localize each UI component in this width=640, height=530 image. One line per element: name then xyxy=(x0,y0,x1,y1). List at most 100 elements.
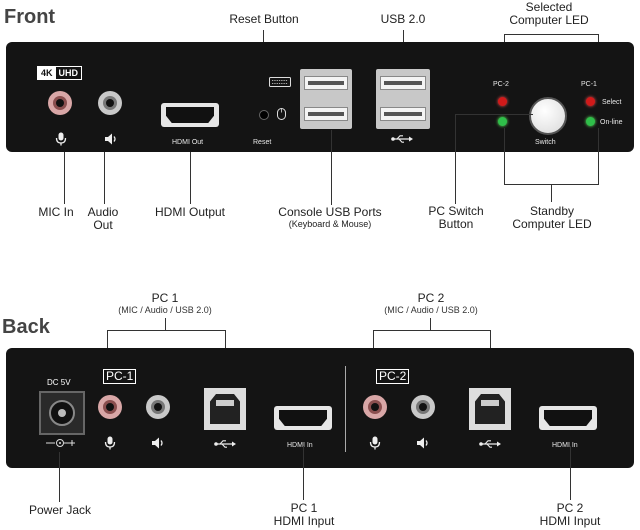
audio-leader-line xyxy=(104,152,105,204)
dc-5v-label: DC 5V xyxy=(47,378,71,387)
front-section-title: Front xyxy=(4,6,56,28)
pc1-group-subtitle: (MIC / Audio / USB 2.0) xyxy=(118,305,212,315)
console-usb-title: Console USB Ports xyxy=(278,205,382,219)
pc2-group-title: PC 2 xyxy=(417,291,445,305)
pc2-hdmi-in-port xyxy=(539,406,597,430)
pc2-hdmi-line1: PC 2 xyxy=(556,501,584,515)
pc2-group-callout: PC 2 (MIC / Audio / USB 2.0) xyxy=(366,291,496,316)
badge-4k: 4K xyxy=(38,67,56,79)
speaker-icon xyxy=(105,133,116,145)
standby-led-callout: Standby Computer LED xyxy=(497,205,607,231)
pc1-speaker-icon xyxy=(152,437,163,449)
pc2-hdmi-line2: HDMI Input xyxy=(539,514,601,528)
mouse-icon xyxy=(277,108,286,120)
pc2-led-label: PC-2 xyxy=(493,81,509,88)
console-usb-ports-right xyxy=(376,69,430,129)
console-usb-ports-left xyxy=(300,69,352,129)
pc1-mic-jack xyxy=(98,395,122,419)
pc-switch-leader-line xyxy=(455,114,456,204)
power-jack-leader-line xyxy=(59,452,60,502)
audio-out-callout: Audio Out xyxy=(76,206,130,232)
audio-jack xyxy=(98,91,122,115)
hdmi-out-label: HDMI Out xyxy=(172,139,204,146)
audio-out-line2: Out xyxy=(93,218,113,232)
pc-switch-line1: PC Switch xyxy=(428,204,484,218)
pc2-speaker-icon xyxy=(417,437,428,449)
standby-leader-stem xyxy=(551,184,552,202)
online-label: On-line xyxy=(600,119,623,126)
power-jack-callout: Power Jack xyxy=(28,503,92,517)
pc1-bracket-top xyxy=(107,330,225,331)
pc2-selected-led xyxy=(498,97,507,106)
pc2-hdmi-in-label: HDMI In xyxy=(552,442,578,449)
back-section-title: Back xyxy=(2,316,50,338)
console-usb-callout: Console USB Ports (Keyboard & Mouse) xyxy=(262,206,398,230)
console-usb-subtitle: (Keyboard & Mouse) xyxy=(288,219,372,229)
select-label: Select xyxy=(602,99,622,106)
hdmi-output-callout: HDMI Output xyxy=(154,205,226,219)
selected-led-callout-line1: Selected xyxy=(525,0,573,14)
front-panel: 4K UHD HDMI Out Reset xyxy=(6,42,634,152)
pc1-led-label: PC-1 xyxy=(581,81,597,88)
pc1-bracket-right xyxy=(225,330,226,356)
4k-uhd-badge: 4K UHD xyxy=(37,66,83,80)
power-jack xyxy=(39,391,85,435)
pc1-hdmi-line2: HDMI Input xyxy=(273,514,335,528)
selected-led-leader-top xyxy=(504,34,599,35)
pc1-hdmi-leader-line xyxy=(303,446,304,500)
group-divider xyxy=(345,366,346,452)
selected-led-callout: Selected Computer LED xyxy=(494,1,604,27)
pc2-online-led xyxy=(498,117,507,126)
standby-line1: Standby xyxy=(529,204,575,218)
pc1-microphone-icon xyxy=(104,436,116,450)
switch-label: Switch xyxy=(535,139,556,146)
reset-button[interactable] xyxy=(259,110,269,120)
microphone-icon xyxy=(55,132,67,146)
pc-switch-button[interactable] xyxy=(529,97,567,135)
pc1-hdmi-in-port xyxy=(274,406,332,430)
pc2-bracket-stem xyxy=(430,318,431,330)
pc2-bracket-top xyxy=(373,330,490,331)
pc2-mic-jack xyxy=(363,395,387,419)
mic-in-callout: MIC In xyxy=(38,205,74,219)
reset-label: Reset xyxy=(253,139,272,146)
pc2-audio-jack xyxy=(411,395,435,419)
pc2-bracket-left xyxy=(373,330,374,356)
back-panel: DC 5V PC-1 HDMI In PC xyxy=(6,348,634,468)
pc2-hdmi-callout: PC 2 HDMI Input xyxy=(518,502,622,528)
pc1-group-callout: PC 1 (MIC / Audio / USB 2.0) xyxy=(100,291,230,316)
pc1-selected-led xyxy=(586,97,595,106)
mic-jack xyxy=(48,91,72,115)
pc2-group-subtitle: (MIC / Audio / USB 2.0) xyxy=(384,305,478,315)
pc1-bracket-left xyxy=(107,330,108,356)
polarity-icon xyxy=(46,439,75,447)
standby-leader-right xyxy=(598,128,599,184)
pc1-audio-jack xyxy=(146,395,170,419)
pc2-bracket-right xyxy=(490,330,491,356)
usb-icon xyxy=(391,135,413,143)
pc2-usb-icon xyxy=(479,440,501,448)
pc2-badge: PC-2 xyxy=(376,369,410,384)
pc2-hdmi-leader-line xyxy=(570,446,571,500)
keyboard-icon xyxy=(269,77,291,87)
pc-switch-callout: PC Switch Button xyxy=(412,205,500,231)
pc1-hdmi-line1: PC 1 xyxy=(290,501,318,515)
pc1-badge: PC-1 xyxy=(103,369,137,384)
hdmi-output-leader-line xyxy=(190,152,191,204)
pc-switch-leader-horizontal xyxy=(455,114,533,115)
pc1-group-title: PC 1 xyxy=(151,291,179,305)
badge-uhd: UHD xyxy=(58,68,79,78)
pc1-usb-b-port xyxy=(204,388,246,430)
standby-leader-left xyxy=(504,128,505,184)
pc2-usb-b-port xyxy=(469,388,511,430)
selected-led-callout-line2: Computer LED xyxy=(509,13,589,27)
mic-leader-line xyxy=(64,152,65,204)
console-usb-leader-line xyxy=(331,130,332,205)
pc1-bracket-stem xyxy=(165,318,166,330)
pc1-hdmi-callout: PC 1 HDMI Input xyxy=(252,502,356,528)
usb20-callout: USB 2.0 xyxy=(380,12,426,26)
hdmi-out-port xyxy=(161,103,219,127)
pc1-hdmi-in-label: HDMI In xyxy=(287,442,313,449)
pc2-microphone-icon xyxy=(369,436,381,450)
pc1-usb-icon xyxy=(214,440,236,448)
